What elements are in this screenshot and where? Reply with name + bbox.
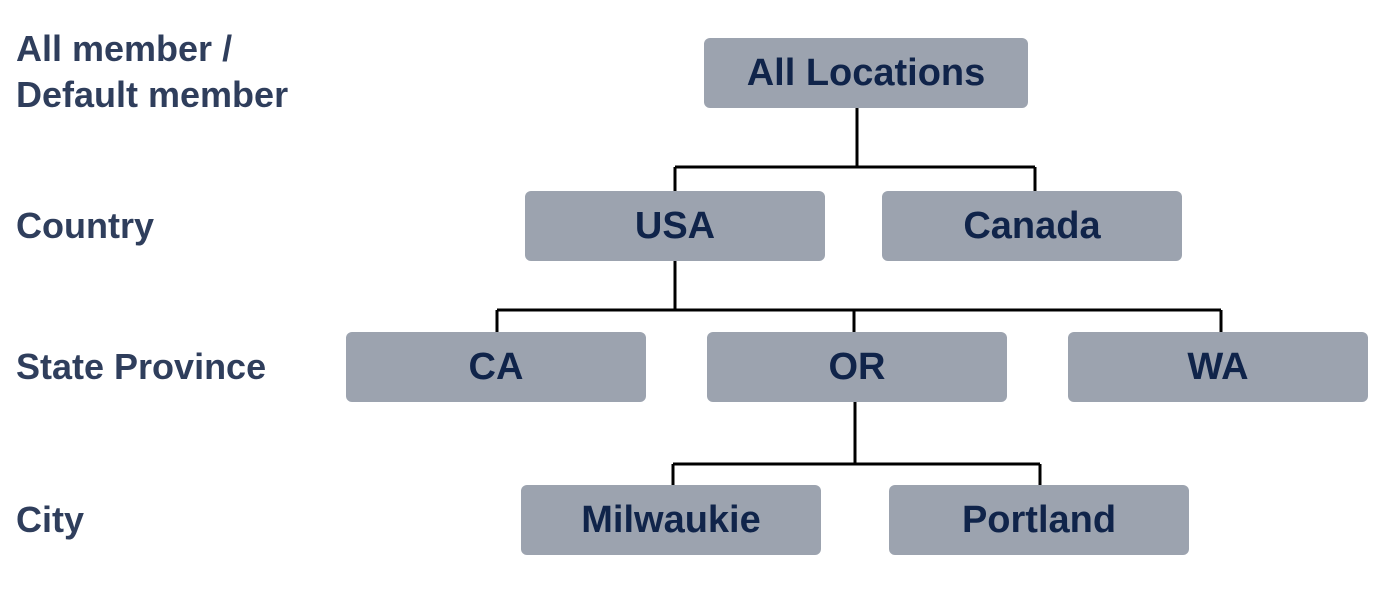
node-portland: Portland (889, 485, 1189, 555)
node-ca: CA (346, 332, 646, 402)
connector-or-to-cities (671, 401, 1042, 486)
node-or: OR (707, 332, 1007, 402)
node-all-locations: All Locations (704, 38, 1028, 108)
connector-usa-to-states (495, 260, 1223, 333)
level-label-city: City (16, 499, 85, 540)
connector-all-locations-to-countries (673, 107, 1037, 192)
level-label-country: Country (16, 205, 154, 246)
node-wa: WA (1068, 332, 1368, 402)
level-label-all-member-line2: Default member (16, 74, 289, 115)
level-label-state-province: State Province (16, 346, 267, 387)
level-label-all-member-line1: All member / (16, 28, 233, 69)
node-usa: USA (525, 191, 825, 261)
node-milwaukie: Milwaukie (521, 485, 821, 555)
node-canada: Canada (882, 191, 1182, 261)
level-label-all-member: All member / Default member (16, 26, 288, 118)
